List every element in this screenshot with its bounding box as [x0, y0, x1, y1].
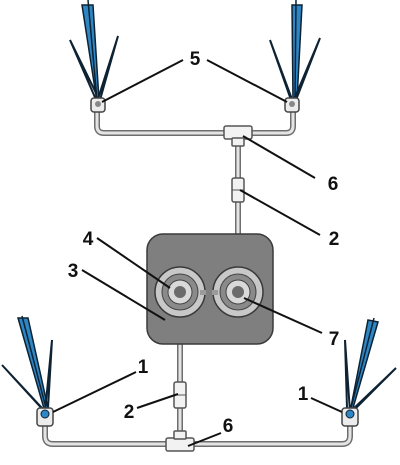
- callout-5: 5: [190, 49, 201, 70]
- leader-1-left: [52, 371, 137, 413]
- check-valve-icon: [231, 177, 245, 203]
- callout-4: 4: [83, 229, 94, 250]
- pump-outlet-right-icon: [212, 266, 264, 318]
- callout-2-lower: 2: [124, 402, 135, 423]
- washer-nozzle-icon: [69, 0, 119, 113]
- leader-2-upper: [239, 189, 321, 236]
- callout-3: 3: [68, 261, 79, 282]
- callout-1-right: 1: [298, 384, 309, 405]
- callout-6-bottom: 6: [223, 416, 234, 437]
- callout-7: 7: [329, 329, 340, 350]
- pump-outlet-left-icon: [154, 266, 206, 318]
- top-hose: [94, 107, 296, 136]
- leader-7: [243, 297, 323, 334]
- leader-4: [96, 237, 171, 289]
- callout-labels: 5 6 2 4 3 7 1 1 2 6: [68, 49, 340, 437]
- washer-nozzle-icon: [269, 0, 321, 113]
- callout-1-left: 1: [138, 357, 149, 378]
- washer-pump-housing: [146, 233, 274, 345]
- washer-nozzle-icon: [1, 315, 54, 427]
- leader-3: [81, 269, 166, 321]
- callout-2-upper: 2: [329, 229, 340, 250]
- leader-5-right: [206, 59, 288, 103]
- leader-6-top: [242, 135, 316, 179]
- tee-connector-icon: [165, 430, 195, 452]
- leader-5-left: [101, 59, 184, 103]
- leader-2-lower: [136, 393, 179, 409]
- bottom-hose: [42, 417, 353, 447]
- leader-6-bottom: [187, 432, 222, 447]
- tee-top: [223, 125, 253, 140]
- callout-6-top: 6: [328, 174, 339, 195]
- washer-nozzle-icon: [341, 317, 397, 427]
- leader-lines: [52, 59, 343, 447]
- tee-connector-icon: [223, 125, 253, 147]
- leader-1-right: [310, 397, 343, 413]
